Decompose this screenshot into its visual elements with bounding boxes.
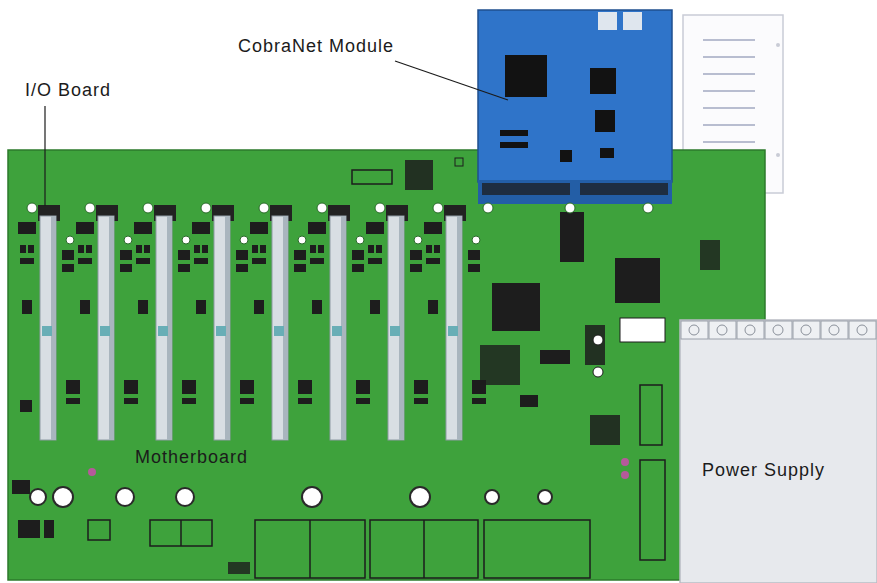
- cobranet-module: [478, 10, 672, 213]
- callout-label: CobraNet Module: [238, 36, 394, 58]
- part-name: Power Supply: [702, 460, 825, 482]
- callout-label: I/O Board: [25, 80, 111, 102]
- leader-line: [44, 106, 45, 206]
- part-name: Motherboard: [135, 447, 248, 469]
- power-supply-unit: [680, 320, 877, 583]
- leader-line: [395, 61, 508, 100]
- motherboard-pcb: [8, 150, 765, 580]
- component-box: Motherboard: [8, 150, 765, 580]
- component-box: Power Supply: [680, 320, 877, 583]
